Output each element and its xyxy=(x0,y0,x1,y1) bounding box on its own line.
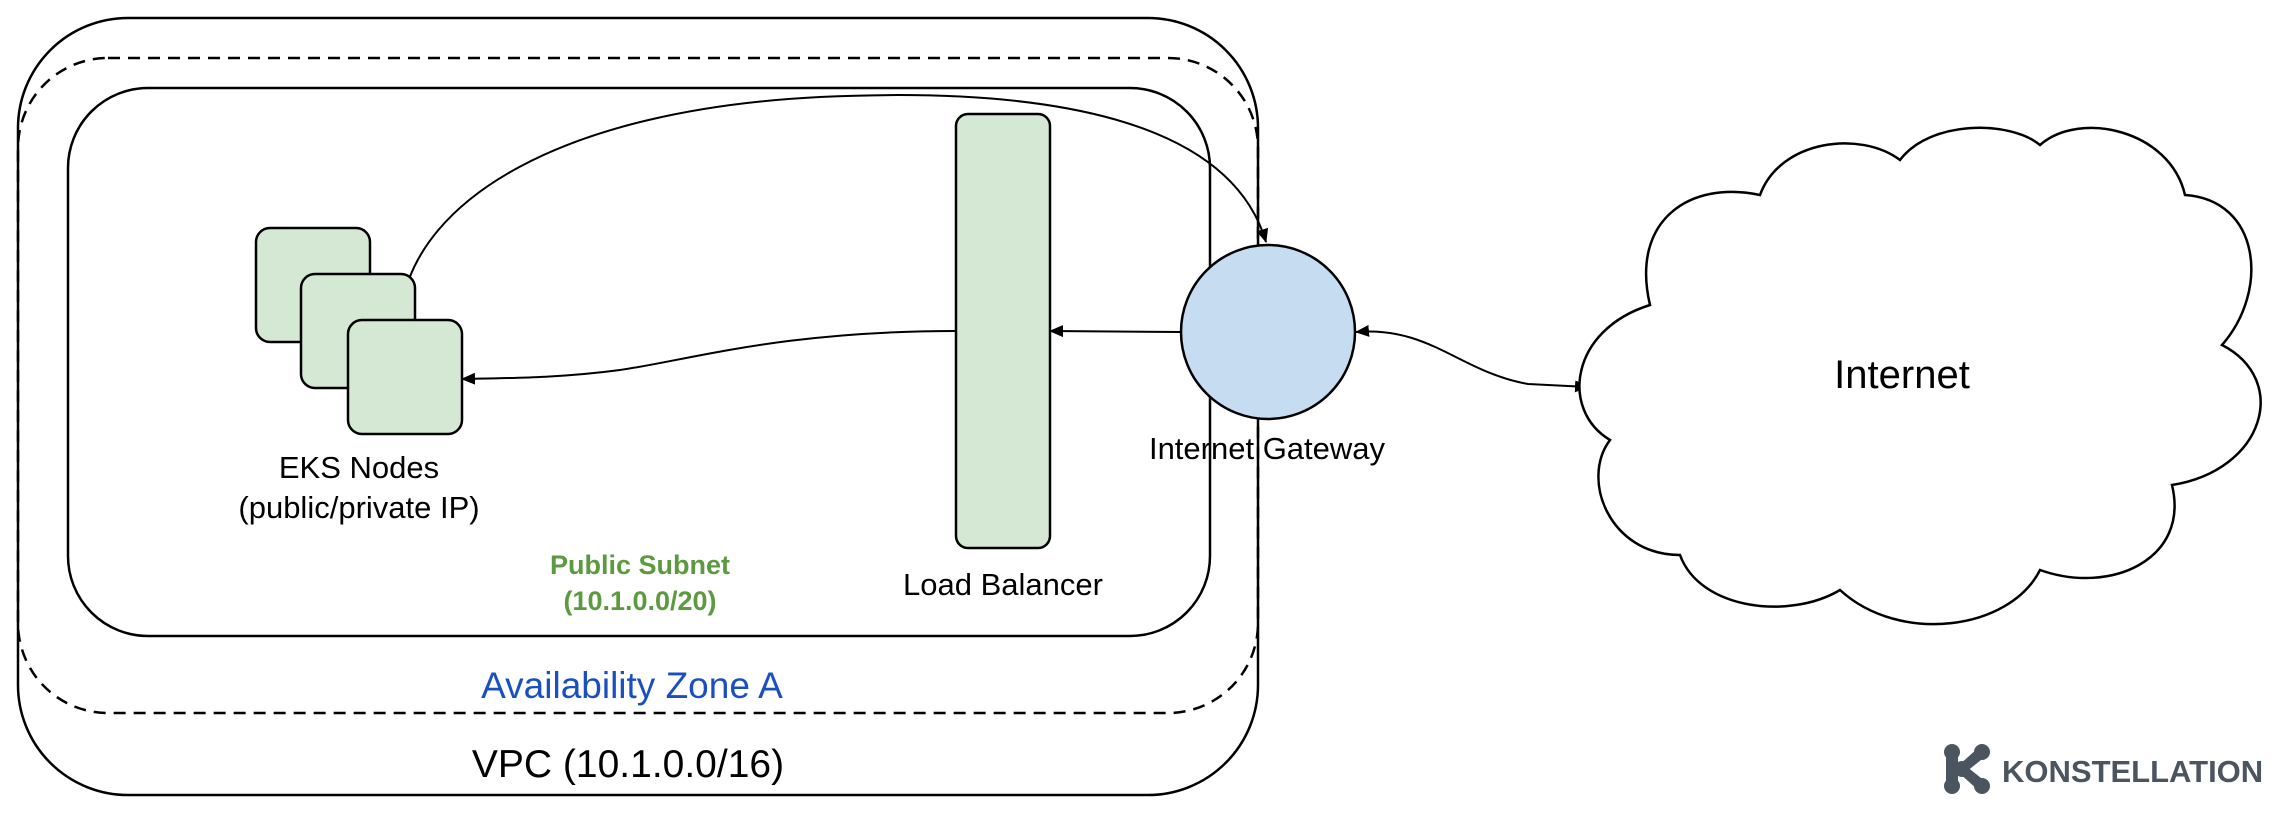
internet-cloud-icon xyxy=(1578,126,2262,626)
eks-nodes-label: EKS Nodes xyxy=(279,450,439,485)
brand-name: KONSTELLATION xyxy=(2002,754,2263,789)
gateway-to-lb-arrow xyxy=(1049,325,1181,338)
internet-gateway-label: Internet Gateway xyxy=(1149,431,1386,466)
konstellation-logo-icon xyxy=(1944,744,1990,794)
internet-label: Internet xyxy=(1834,353,1970,397)
eks-nodes-ip-label: (public/private IP) xyxy=(238,490,479,525)
availability-zone-label: Availability Zone A xyxy=(481,665,783,706)
eks-nodes-icon xyxy=(254,226,464,436)
lb-to-eks-arrow xyxy=(461,330,957,385)
load-balancer-box xyxy=(954,112,1052,550)
gateway-internet-arrow xyxy=(1355,324,1589,393)
subnet-cidr-label: (10.1.0.0/20) xyxy=(563,586,716,616)
availability-zone-boundary xyxy=(16,56,1260,715)
load-balancer-label: Load Balancer xyxy=(903,567,1103,602)
subnet-name-label: Public Subnet xyxy=(550,550,730,580)
internet-gateway-icon xyxy=(1179,243,1357,421)
eks-to-gateway-arrow xyxy=(401,94,1269,306)
vpc-label: VPC (10.1.0.0/16) xyxy=(472,743,784,786)
